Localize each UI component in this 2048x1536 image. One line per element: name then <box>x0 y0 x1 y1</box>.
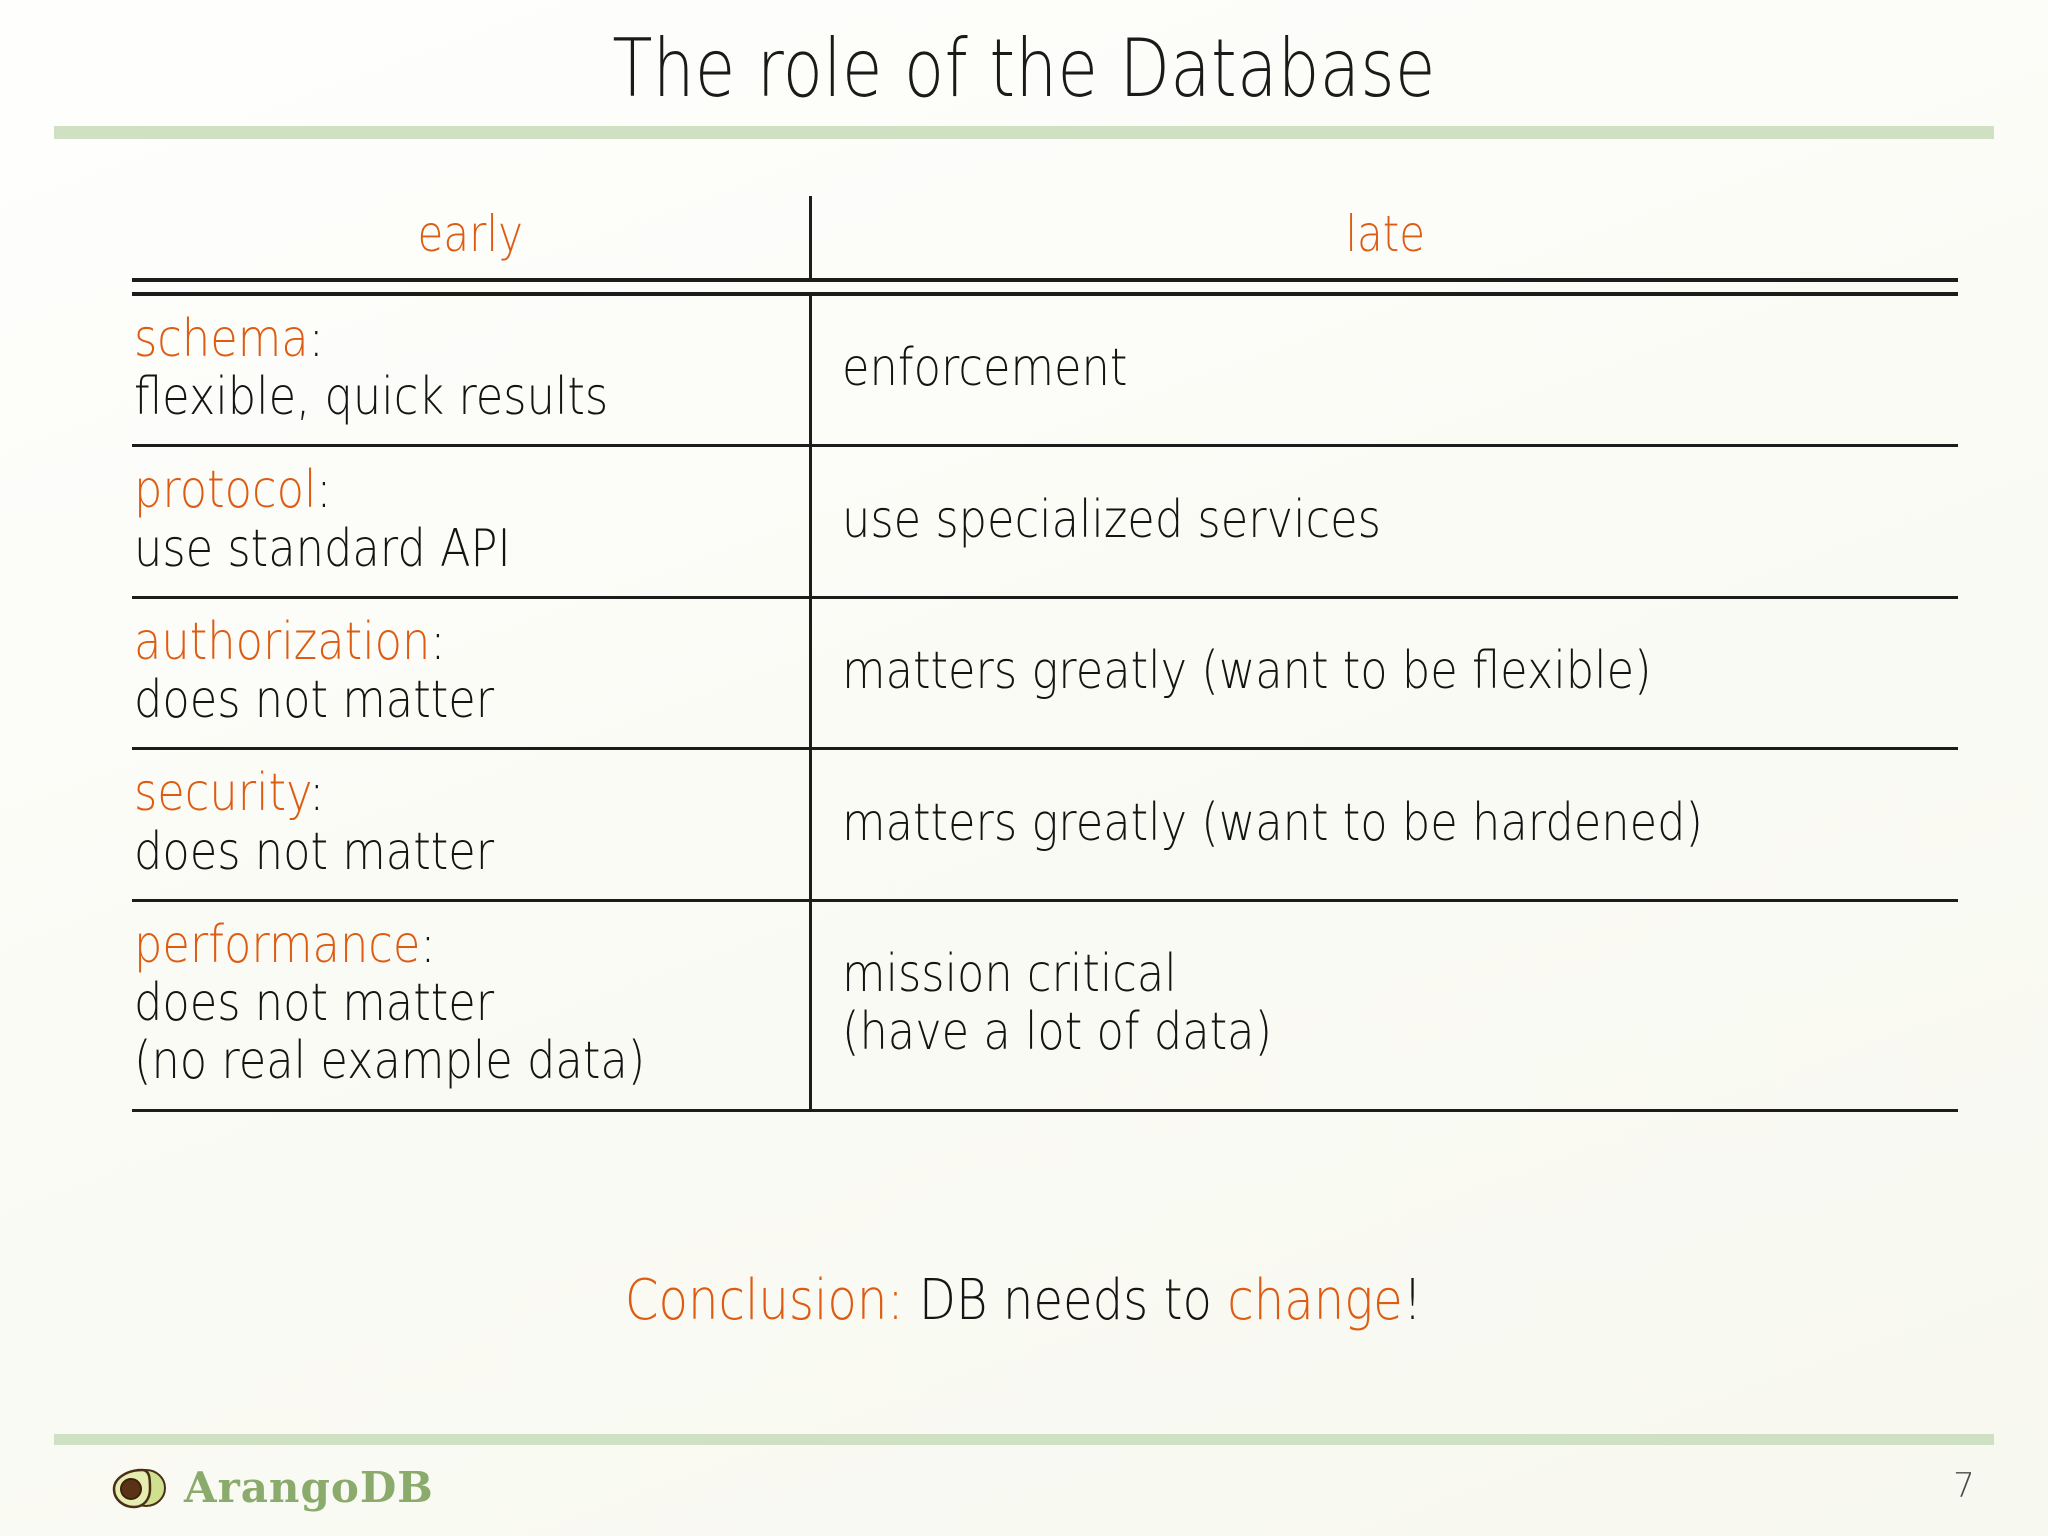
column-header-early-label: early <box>417 205 523 263</box>
footer-divider <box>54 1434 1994 1445</box>
cell-late-schema: enforcement <box>808 296 1958 448</box>
table-row: security: does not matter matters greatl… <box>132 748 1958 902</box>
conclusion-tail: ! <box>1403 1268 1423 1333</box>
cell-text: does not matter <box>134 973 495 1034</box>
cell-early-protocol: protocol: use standard API <box>132 445 810 599</box>
row-key-label: protocol <box>134 460 317 521</box>
comparison-table: early late schema: flexible, quick resul… <box>132 196 1958 1112</box>
row-label-security: security: <box>134 764 699 822</box>
row-key-label: security <box>134 763 310 824</box>
row-label-protocol: protocol: <box>134 461 699 519</box>
table-row: performance: does not matter (no real ex… <box>132 900 1958 1112</box>
page-number: 7 <box>1953 1466 1975 1506</box>
column-header-late-label: late <box>1344 205 1425 263</box>
row-key-label: schema <box>134 309 309 369</box>
cell-text: enforcement <box>841 338 1127 399</box>
cell-early-security: security: does not matter <box>132 748 810 902</box>
cell-text: (no real example data) <box>134 1031 646 1092</box>
arangodb-logo: ArangoDB <box>110 1462 434 1514</box>
cell-late-security: matters greatly (want to be hardened) <box>808 748 1958 902</box>
conclusion-middle: DB needs to <box>904 1268 1228 1333</box>
conclusion-lead: Conclusion: <box>625 1268 905 1333</box>
cell-text: matters greatly (want to be flexible) <box>841 641 1652 702</box>
cell-text: use specialized services <box>841 489 1381 550</box>
column-header-late: late <box>808 196 1958 278</box>
arangodb-logo-text: ArangoDB <box>184 1463 434 1512</box>
row-key-colon: : <box>430 611 446 672</box>
cell-late-authorization: matters greatly (want to be flexible) <box>808 597 1958 751</box>
cell-text: use standard API <box>134 518 511 579</box>
title-area: The role of the Database <box>0 0 2048 136</box>
table-row: protocol: use standard API use specializ… <box>132 445 1958 599</box>
cell-early-schema: schema: flexible, quick results <box>132 296 810 448</box>
cell-text: does not matter <box>134 670 495 731</box>
row-key-label: performance <box>134 914 421 975</box>
cell-late-performance: mission critical (have a lot of data) <box>808 900 1958 1112</box>
row-key-colon: : <box>420 914 436 975</box>
table-row: authorization: does not matter matters g… <box>132 597 1958 751</box>
header-double-rule <box>132 278 1958 296</box>
row-label-authorization: authorization: <box>134 613 699 671</box>
cell-early-performance: performance: does not matter (no real ex… <box>132 900 810 1112</box>
row-label-performance: performance: <box>134 916 699 974</box>
conclusion-emphasis: change <box>1227 1268 1404 1333</box>
cell-text: matters greatly (want to be hardened) <box>841 792 1703 853</box>
row-key-label: authorization <box>134 611 431 672</box>
row-key-colon: : <box>308 309 324 369</box>
title-divider <box>54 126 1994 139</box>
cell-text: flexible, quick results <box>134 367 609 428</box>
row-key-colon: : <box>316 460 332 521</box>
page-title: The role of the Database <box>612 21 1436 115</box>
column-header-early: early <box>132 196 810 278</box>
cell-text: mission critical <box>841 943 1177 1004</box>
cell-late-protocol: use specialized services <box>808 445 1958 599</box>
comparison-table-wrapper: early late schema: flexible, quick resul… <box>132 196 1958 1112</box>
cell-text: does not matter <box>134 821 495 882</box>
cell-text: (have a lot of data) <box>841 1002 1272 1063</box>
avocado-icon <box>112 1468 166 1509</box>
cell-early-authorization: authorization: does not matter <box>132 597 810 751</box>
table-row: schema: flexible, quick results enforcem… <box>132 296 1958 448</box>
row-key-colon: : <box>309 763 325 824</box>
table-header-row: early late <box>132 196 1958 278</box>
conclusion-line: Conclusion: DB needs to change! <box>0 1268 2048 1333</box>
row-label-schema: schema: <box>134 310 699 368</box>
